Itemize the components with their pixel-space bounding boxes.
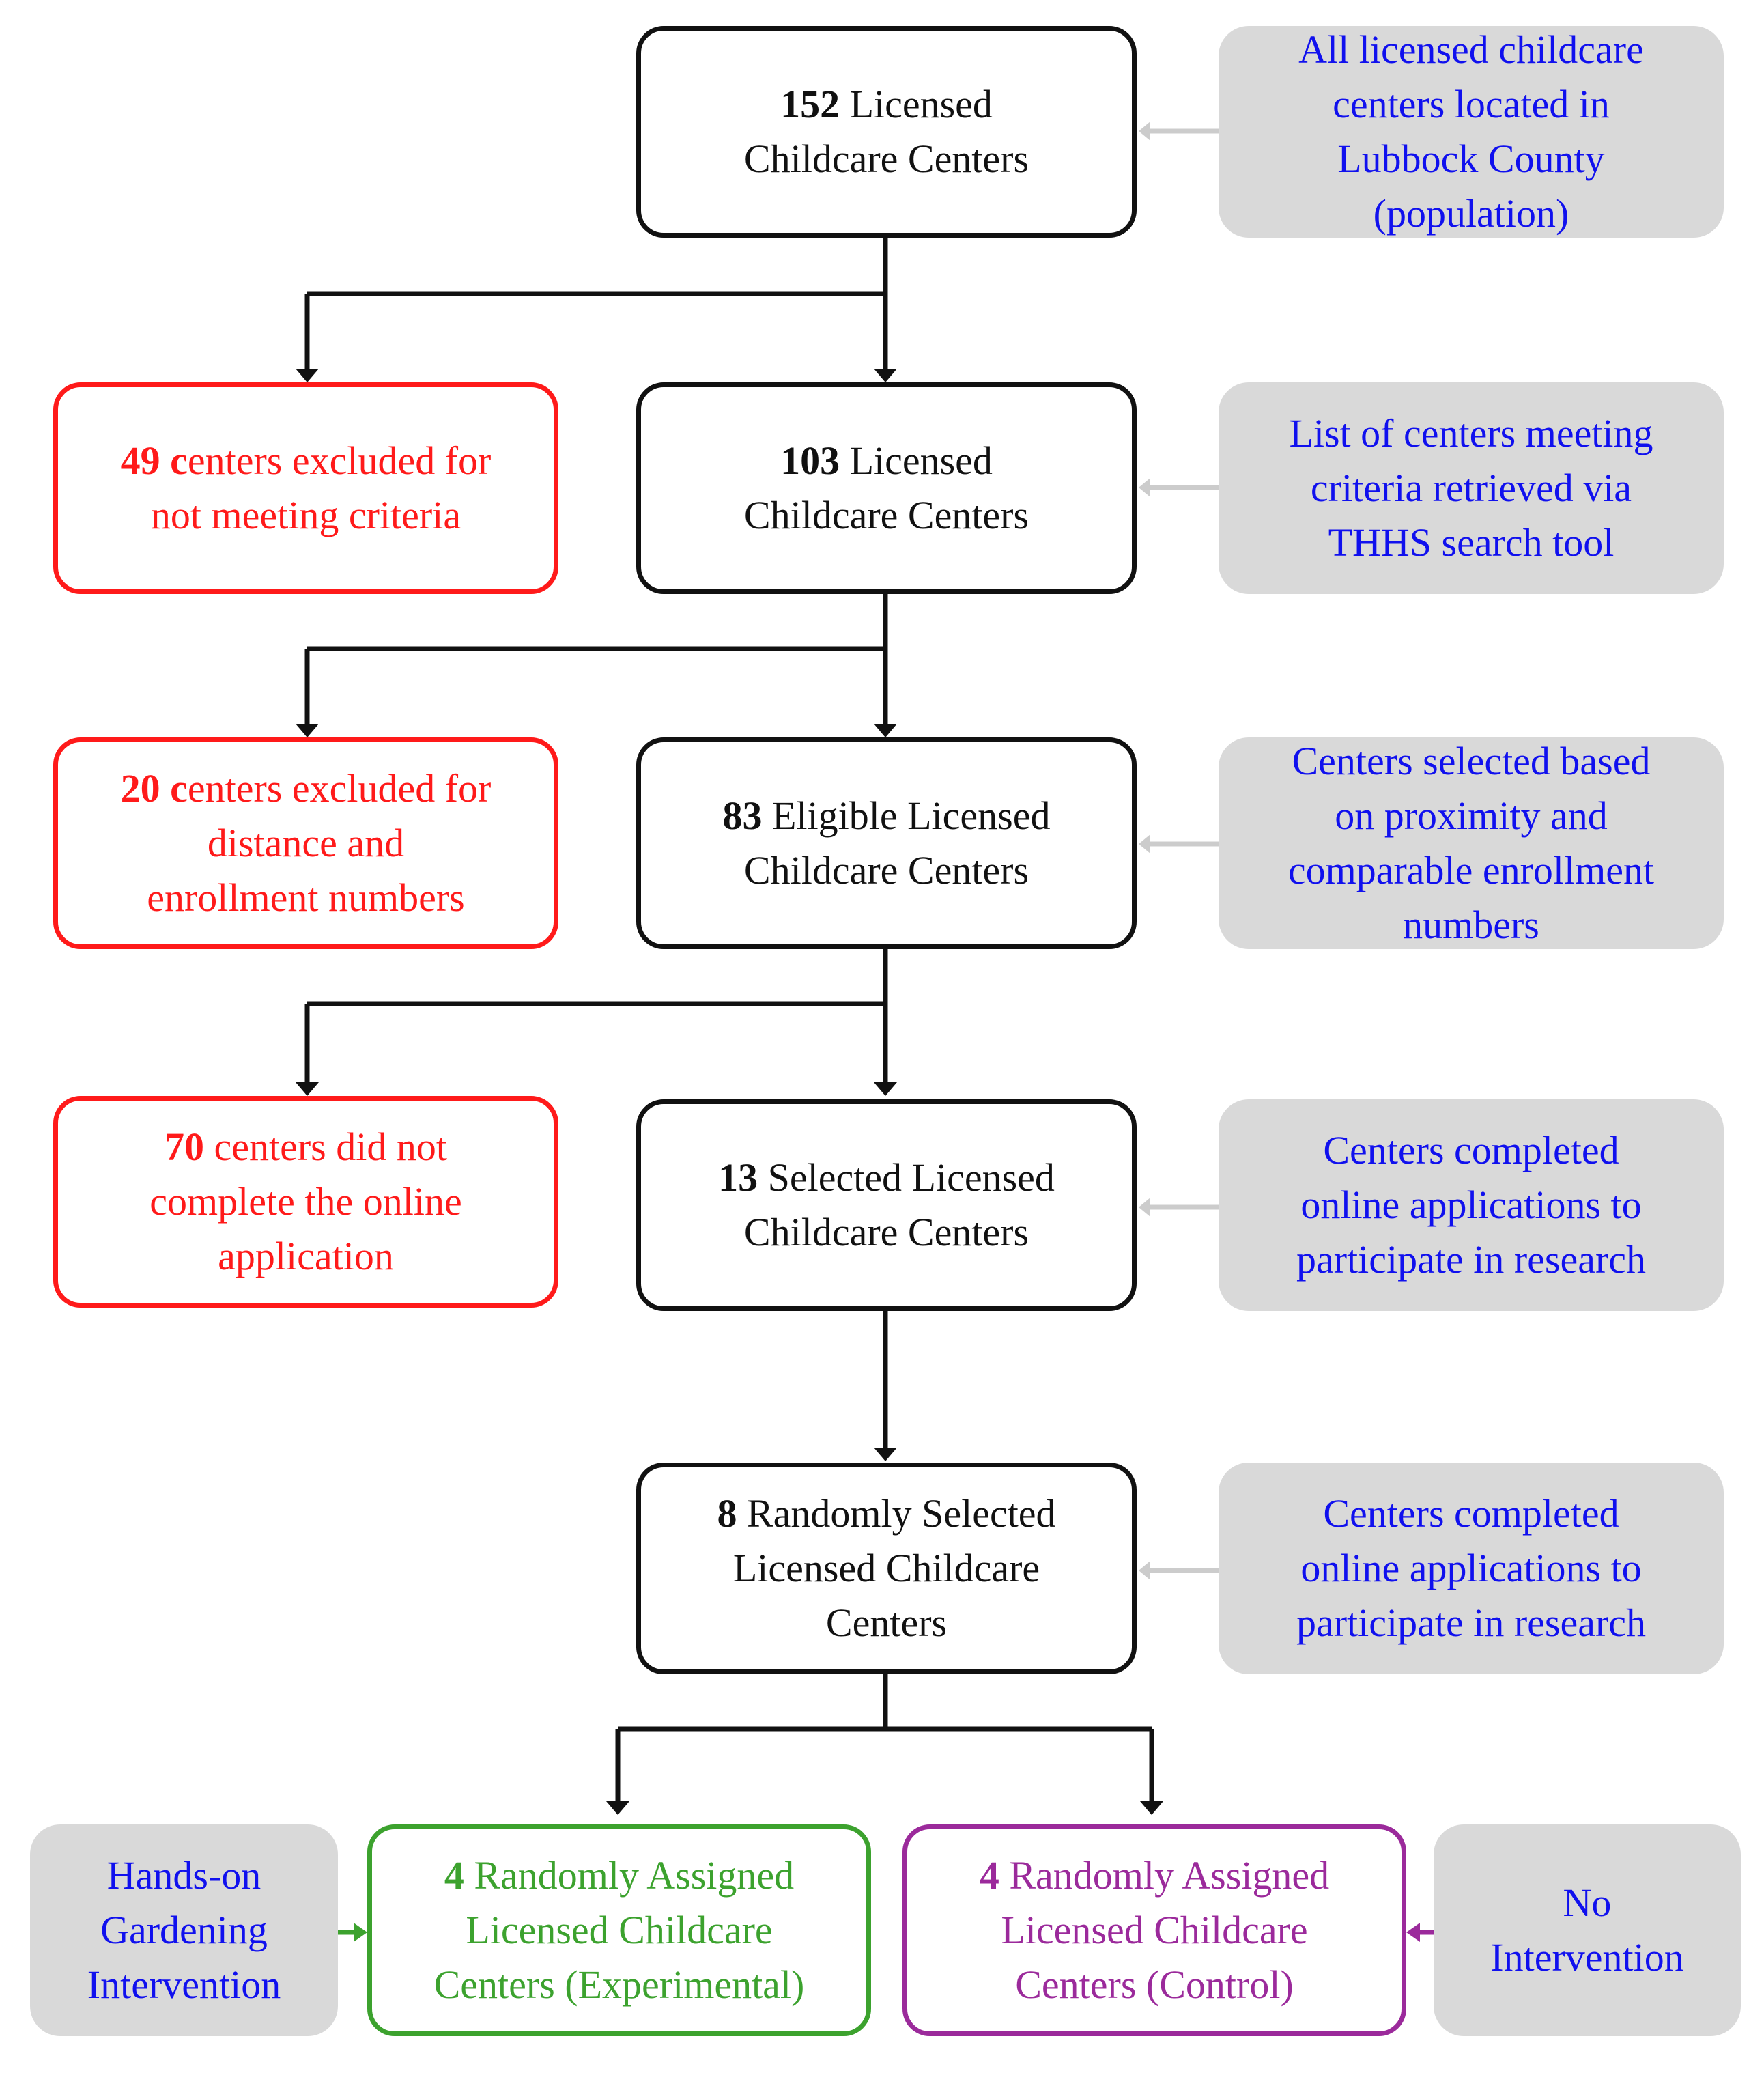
control-arrowhead xyxy=(1406,1923,1420,1942)
note-applications-2: Centers completed online applications to p… xyxy=(1219,1463,1724,1674)
step-count: 152 xyxy=(780,82,840,126)
arrowhead xyxy=(1140,1801,1163,1815)
group-label-line2: Licensed Childcare xyxy=(466,1908,773,1952)
note-line: Gardening xyxy=(100,1908,268,1952)
excluded-20-box: 20 centers excluded for distance and enrol… xyxy=(53,737,558,949)
step-count: 83 xyxy=(722,793,763,838)
note-line: centers located in xyxy=(1333,82,1610,126)
note-line: No xyxy=(1563,1880,1612,1925)
arrowhead xyxy=(874,724,897,737)
note-line: List of centers meeting xyxy=(1289,411,1653,455)
note-line: participate in research xyxy=(1296,1600,1647,1645)
note-line: Intervention xyxy=(1490,1935,1684,1979)
note-arrowhead xyxy=(1139,1561,1150,1580)
group-label-line3: Centers (Control) xyxy=(1015,1962,1294,2007)
experimental-arrowhead xyxy=(354,1923,367,1942)
excluded-label: enters excluded for xyxy=(187,766,492,810)
step-label-line3: Centers xyxy=(825,1600,948,1645)
excluded-49-box: 49 centers excluded for not meeting crite… xyxy=(53,382,558,594)
step-label: Selected Licensed xyxy=(758,1155,1055,1200)
excluded-label: centers did not xyxy=(204,1125,447,1169)
step-count: 8 xyxy=(717,1491,737,1536)
arrowhead xyxy=(874,1448,897,1461)
note-population: All licensed childcare centers located in… xyxy=(1219,26,1724,238)
note-line: Lubbock County xyxy=(1337,137,1605,181)
arrowhead xyxy=(296,1082,319,1096)
excluded-count: 20 c xyxy=(120,766,188,810)
step-label: Eligible Licensed xyxy=(762,793,1051,838)
group-label: Randomly Assigned xyxy=(999,1853,1330,1898)
excluded-label-line3: enrollment numbers xyxy=(147,875,465,920)
note-line: Centers completed xyxy=(1323,1491,1619,1536)
note-proximity: Centers selected based on proximity and co… xyxy=(1219,737,1724,949)
note-line: numbers xyxy=(1403,903,1539,947)
excluded-label-line2: complete the online xyxy=(150,1179,462,1224)
group-label-line3: Centers (Experimental) xyxy=(433,1962,805,2007)
note-line: criteria retrieved via xyxy=(1310,466,1632,510)
note-line: (population) xyxy=(1373,191,1569,236)
step-label-line2: Childcare Centers xyxy=(743,1210,1029,1254)
arrowhead xyxy=(296,724,319,737)
excluded-70-box: 70 centers did not complete the online app… xyxy=(53,1096,558,1308)
note-arrowhead xyxy=(1139,478,1150,497)
arrowhead xyxy=(296,369,319,382)
note-arrowhead xyxy=(1139,1198,1150,1217)
note-line: Hands-on xyxy=(106,1853,261,1898)
note-line: online applications to xyxy=(1300,1183,1642,1227)
step-label-line2: Childcare Centers xyxy=(743,848,1029,892)
group-count: 4 xyxy=(979,1853,999,1898)
excluded-label: enters excluded for xyxy=(187,438,492,483)
step-count: 13 xyxy=(718,1155,758,1200)
step-label-line2: Childcare Centers xyxy=(743,493,1029,537)
note-arrowhead xyxy=(1139,122,1150,141)
note-line: online applications to xyxy=(1300,1546,1642,1590)
arrowhead xyxy=(874,369,897,382)
note-line: THHS search tool xyxy=(1328,520,1614,565)
note-criteria: List of centers meeting criteria retrieve… xyxy=(1219,382,1724,594)
group-label: Randomly Assigned xyxy=(464,1853,795,1898)
group-label-line2: Licensed Childcare xyxy=(1001,1908,1308,1952)
arrowhead xyxy=(874,1082,897,1096)
excluded-label-line3: application xyxy=(218,1234,394,1278)
excluded-count: 70 xyxy=(165,1125,205,1169)
note-applications-1: Centers completed online applications to p… xyxy=(1219,1099,1724,1311)
note-line: on proximity and xyxy=(1335,793,1608,838)
arrowhead xyxy=(606,1801,629,1815)
note-line: participate in research xyxy=(1296,1237,1647,1282)
excluded-label-line2: distance and xyxy=(207,821,405,865)
step-label-line2: Licensed Childcare xyxy=(732,1546,1040,1590)
note-line: Intervention xyxy=(87,1962,281,2007)
note-line: comparable enrollment xyxy=(1288,848,1655,892)
note-line: Centers completed xyxy=(1323,1128,1619,1172)
step-label: Licensed xyxy=(840,438,993,483)
step-label: Licensed xyxy=(840,82,993,126)
step-label: Randomly Selected xyxy=(737,1491,1056,1536)
step-label-line2: Childcare Centers xyxy=(743,137,1029,181)
excluded-count: 49 c xyxy=(120,438,188,483)
note-line: Centers selected based xyxy=(1292,739,1651,783)
note-line: All licensed childcare xyxy=(1298,27,1644,72)
note-arrowhead xyxy=(1139,834,1150,854)
excluded-label-line2: not meeting criteria xyxy=(150,493,461,537)
step-count: 103 xyxy=(780,438,840,483)
group-count: 4 xyxy=(444,1853,464,1898)
